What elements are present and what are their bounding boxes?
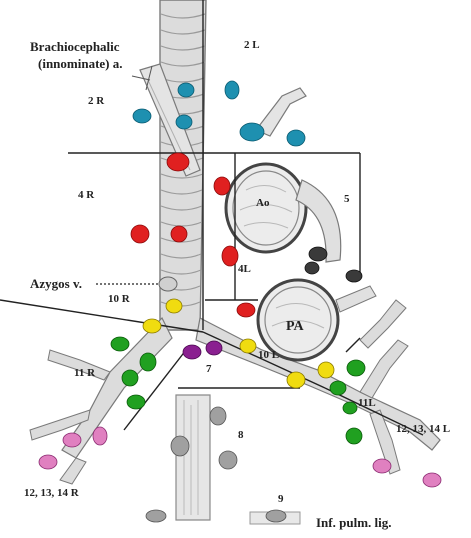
node-4r <box>167 153 189 171</box>
node-9 <box>266 510 286 522</box>
node-10l <box>318 362 334 378</box>
pulmonary-artery <box>258 280 376 360</box>
node-12-14r <box>63 433 81 447</box>
node-12-14r <box>39 455 57 469</box>
node-11r <box>122 370 138 386</box>
station-7-nodes <box>183 341 222 359</box>
node-4r <box>171 226 187 242</box>
station-2l-label: 2 L <box>244 40 260 51</box>
node-12-14l <box>423 473 441 487</box>
node-4r <box>214 177 230 195</box>
node-4r <box>131 225 149 243</box>
esophagus <box>176 395 210 520</box>
brachiocephalic-label-line2: (innominate) a. <box>38 57 123 70</box>
node-2l <box>240 123 264 141</box>
node-2r <box>133 109 151 123</box>
station-4l-label: 4L <box>238 264 251 275</box>
station-10r-label: 10 R <box>108 294 130 305</box>
brachiocephalic-label-line1: Brachiocephalic <box>30 40 120 53</box>
node-8 <box>219 451 237 469</box>
station-10l-label: 10 L <box>258 350 279 361</box>
node-11l <box>330 381 346 395</box>
node-10l <box>240 339 256 353</box>
station-2r-label: 2 R <box>88 96 104 107</box>
node-8 <box>171 436 189 456</box>
node-11r <box>127 395 145 409</box>
station-12-14r-label: 12, 13, 14 R <box>24 488 79 499</box>
station-8-label: 8 <box>238 430 244 441</box>
node-4l <box>222 246 238 266</box>
node-11l <box>347 360 365 376</box>
node-2l <box>287 130 305 146</box>
node-10l <box>287 372 305 388</box>
node-7 <box>206 341 222 355</box>
node-9 <box>146 510 166 522</box>
station-11r-label: 11 R <box>74 368 95 379</box>
node-2r <box>176 115 192 129</box>
node-12-14r <box>93 427 107 445</box>
node-7 <box>183 345 201 359</box>
node-11r <box>140 353 156 371</box>
node-4l <box>237 303 255 317</box>
station-12-14l-label: 12, 13, 14 L <box>396 424 450 435</box>
node-2r <box>178 83 194 97</box>
station-10l-11l-boundary <box>346 338 360 352</box>
node-11l <box>343 402 357 414</box>
node-2l <box>225 81 239 99</box>
node-12-14l <box>373 459 391 473</box>
node-11l <box>346 428 362 444</box>
azygos-label: Azygos v. <box>30 277 82 290</box>
station-7-label: 7 <box>206 364 212 375</box>
node-8 <box>210 407 226 425</box>
node-11r <box>111 337 129 351</box>
node-10r <box>143 319 161 333</box>
station-11l-label: 11L <box>358 398 376 409</box>
aorta-label: Ao <box>256 198 269 209</box>
node-5 <box>305 262 319 274</box>
station-4r-label: 4 R <box>78 190 94 201</box>
node-5 <box>346 270 362 282</box>
station-5-label: 5 <box>344 194 350 205</box>
pulmonary-artery-label: PA <box>286 320 304 334</box>
azygos-vein <box>159 277 177 291</box>
inf-pulm-lig-label: Inf. pulm. lig. <box>316 516 392 529</box>
station-8-9-nodes <box>146 407 286 522</box>
node-5 <box>309 247 327 261</box>
station-9-label: 9 <box>278 494 284 505</box>
node-10r <box>166 299 182 313</box>
